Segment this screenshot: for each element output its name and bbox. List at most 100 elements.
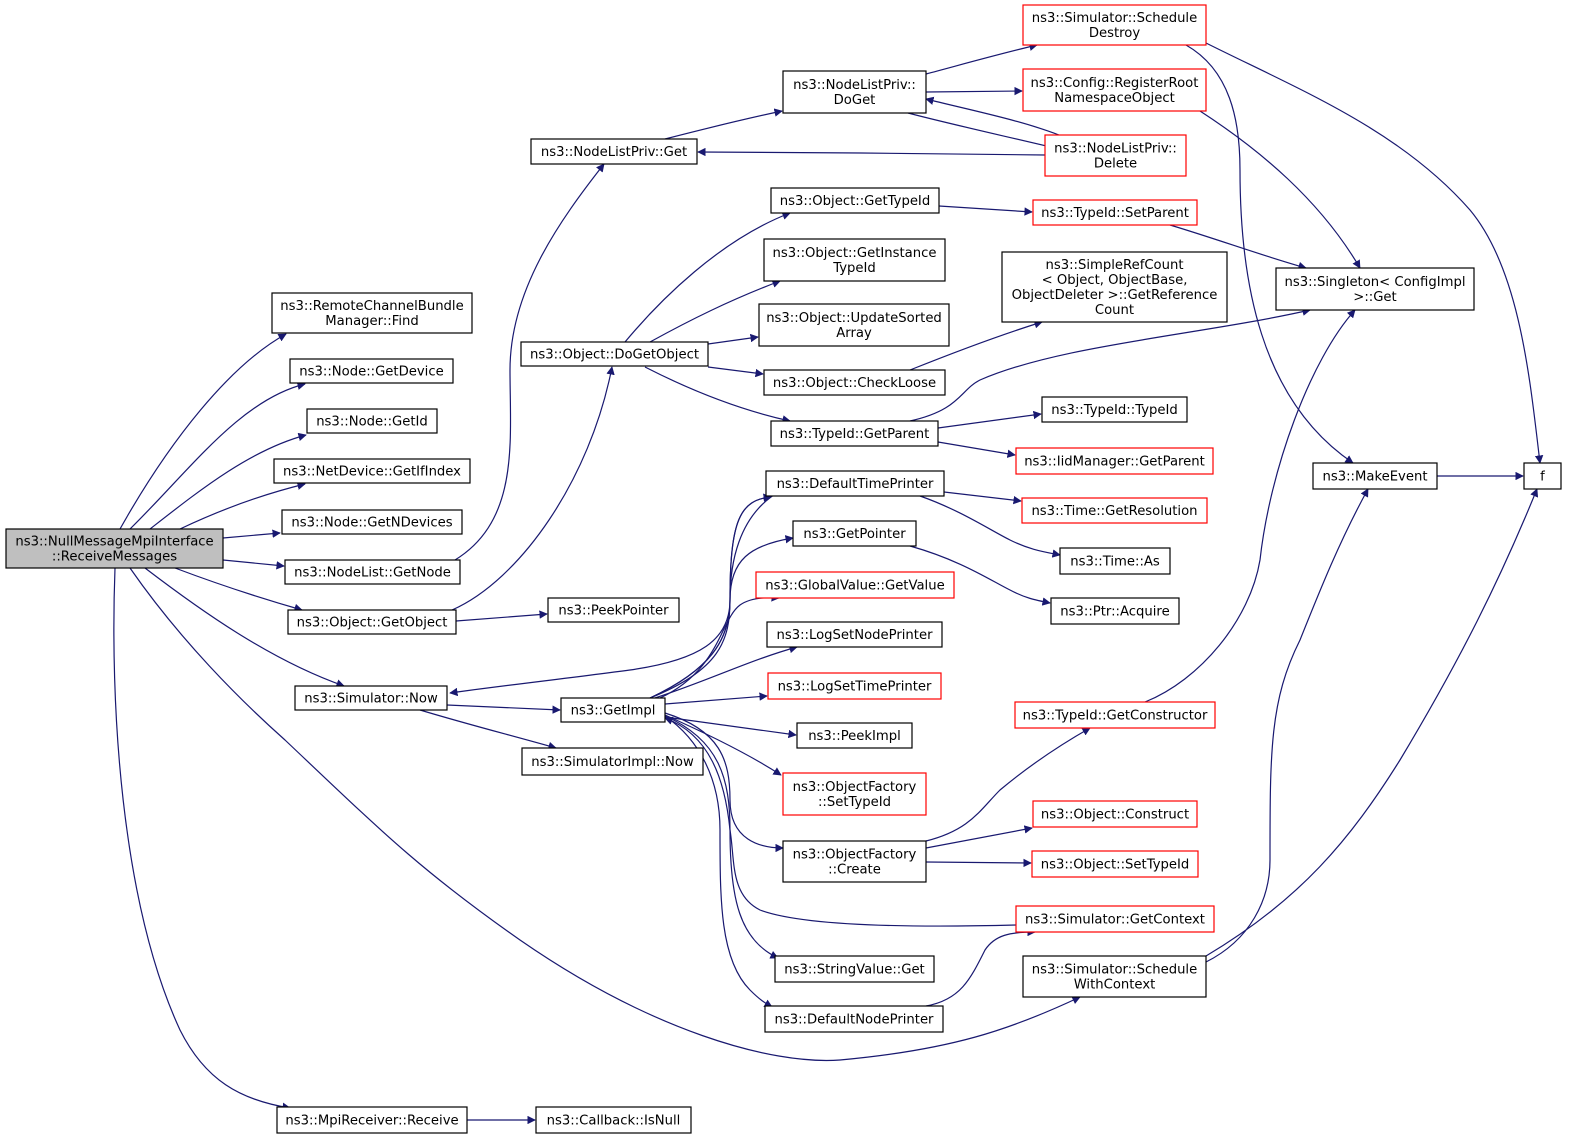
- node-box[interactable]: [1022, 68, 1207, 112]
- node-getptr[interactable]: ns3::GetPointer: [792, 520, 917, 547]
- node-obj_getobj[interactable]: ns3::Object::GetObject: [287, 609, 457, 635]
- node-box[interactable]: [273, 458, 471, 484]
- node-box[interactable]: [306, 408, 438, 434]
- node-box[interactable]: [767, 672, 942, 700]
- node-box[interactable]: [1044, 134, 1187, 177]
- node-box[interactable]: [782, 70, 927, 114]
- node-tid_getpar[interactable]: ns3::TypeId::GetParent: [770, 420, 939, 447]
- node-gv_getval[interactable]: ns3::GlobalValue::GetValue: [755, 571, 955, 599]
- node-tid_setpar[interactable]: ns3::TypeId::SetParent: [1032, 199, 1198, 226]
- node-box[interactable]: [284, 559, 461, 585]
- node-of_settid[interactable]: ns3::ObjectFactory::SetTypeId: [782, 772, 927, 816]
- node-simpleref[interactable]: ns3::SimpleRefCount< Object, ObjectBase,…: [1001, 251, 1228, 323]
- node-deftp[interactable]: ns3::DefaultTimePrinter: [765, 470, 945, 497]
- node-defnp[interactable]: ns3::DefaultNodePrinter: [764, 1005, 944, 1033]
- node-of_create[interactable]: ns3::ObjectFactory::Create: [782, 840, 927, 883]
- node-sim_now[interactable]: ns3::Simulator::Now: [294, 685, 448, 711]
- node-box[interactable]: [1022, 4, 1207, 46]
- node-box[interactable]: [5, 528, 224, 569]
- node-box[interactable]: [1032, 800, 1198, 828]
- node-box[interactable]: [547, 597, 680, 623]
- node-box[interactable]: [782, 840, 927, 883]
- node-obj_gettid[interactable]: ns3::Object::GetTypeId: [770, 187, 940, 214]
- node-box[interactable]: [520, 341, 709, 367]
- node-lstp[interactable]: ns3::LogSetTimePrinter: [767, 672, 942, 700]
- node-box[interactable]: [1523, 462, 1562, 490]
- node-box[interactable]: [763, 369, 946, 396]
- node-box[interactable]: [1014, 701, 1216, 729]
- node-box[interactable]: [765, 470, 945, 497]
- node-box[interactable]: [764, 1005, 944, 1033]
- node-box[interactable]: [1022, 955, 1207, 998]
- node-box[interactable]: [1050, 597, 1180, 625]
- node-box[interactable]: [796, 722, 913, 749]
- node-box[interactable]: [1032, 199, 1198, 226]
- node-box[interactable]: [289, 358, 454, 384]
- node-peekpointer[interactable]: ns3::PeekPointer: [547, 597, 680, 623]
- node-sv_get[interactable]: ns3::StringValue::Get: [774, 955, 935, 983]
- node-nlp_get[interactable]: ns3::NodeListPriv::Get: [530, 138, 698, 165]
- node-box[interactable]: [281, 509, 463, 535]
- node-box[interactable]: [792, 520, 917, 547]
- node-nlp_doget[interactable]: ns3::NodeListPriv::DoGet: [782, 70, 927, 114]
- node-box[interactable]: [535, 1106, 692, 1134]
- node-nl_getnode[interactable]: ns3::NodeList::GetNode: [284, 559, 461, 585]
- node-box[interactable]: [294, 685, 448, 711]
- node-root[interactable]: ns3::NullMessageMpiInterface::ReceiveMes…: [5, 528, 224, 569]
- node-box[interactable]: [1031, 850, 1199, 878]
- node-tid_getctor[interactable]: ns3::TypeId::GetConstructor: [1014, 701, 1216, 729]
- node-box[interactable]: [1312, 462, 1438, 490]
- node-singleton[interactable]: ns3::Singleton< ConfigImpl >::Get: [1275, 267, 1475, 311]
- node-box[interactable]: [271, 292, 473, 334]
- node-box[interactable]: [766, 621, 943, 648]
- node-makeevent[interactable]: ns3::MakeEvent: [1312, 462, 1438, 490]
- node-mpi_recv[interactable]: ns3::MpiReceiver::Receive: [276, 1106, 468, 1134]
- node-box[interactable]: [1275, 267, 1475, 311]
- node-box[interactable]: [758, 303, 950, 347]
- node-node_getnd[interactable]: ns3::Node::GetNDevices: [281, 509, 463, 535]
- node-peekimpl[interactable]: ns3::PeekImpl: [796, 722, 913, 749]
- node-box[interactable]: [1021, 497, 1208, 524]
- node-time_getres[interactable]: ns3::Time::GetResolution: [1021, 497, 1208, 524]
- node-box[interactable]: [770, 420, 939, 447]
- node-sim_getctx[interactable]: ns3::Simulator::GetContext: [1015, 905, 1215, 933]
- node-cb_isnull[interactable]: ns3::Callback::IsNull: [535, 1106, 692, 1134]
- node-obj_dogetobj[interactable]: ns3::Object::DoGetObject: [520, 341, 709, 367]
- node-obj_chk[interactable]: ns3::Object::CheckLoose: [763, 369, 946, 396]
- node-lsnp[interactable]: ns3::LogSetNodePrinter: [766, 621, 943, 648]
- node-box[interactable]: [774, 955, 935, 983]
- node-time_as[interactable]: ns3::Time::As: [1059, 547, 1171, 575]
- node-box[interactable]: [782, 772, 927, 816]
- node-obj_construct[interactable]: ns3::Object::Construct: [1032, 800, 1198, 828]
- node-node_getid[interactable]: ns3::Node::GetId: [306, 408, 438, 434]
- node-box[interactable]: [276, 1106, 468, 1134]
- node-nlp_del[interactable]: ns3::NodeListPriv::Delete: [1044, 134, 1187, 177]
- node-ptr_acq[interactable]: ns3::Ptr::Acquire: [1050, 597, 1180, 625]
- node-f[interactable]: f: [1523, 462, 1562, 490]
- node-iid_getpar[interactable]: ns3::IidManager::GetParent: [1015, 447, 1214, 475]
- node-box[interactable]: [1015, 905, 1215, 933]
- node-box[interactable]: [1041, 396, 1188, 423]
- node-box[interactable]: [521, 747, 704, 776]
- node-simimpl_now[interactable]: ns3::SimulatorImpl::Now: [521, 747, 704, 776]
- node-box[interactable]: [755, 571, 955, 599]
- node-node_getdev[interactable]: ns3::Node::GetDevice: [289, 358, 454, 384]
- node-tid_tid[interactable]: ns3::TypeId::TypeId: [1041, 396, 1188, 423]
- node-box[interactable]: [287, 609, 457, 635]
- node-box[interactable]: [1059, 547, 1171, 575]
- node-obj_settid[interactable]: ns3::Object::SetTypeId: [1031, 850, 1199, 878]
- node-box[interactable]: [1001, 251, 1228, 323]
- node-nd_getif[interactable]: ns3::NetDevice::GetIfIndex: [273, 458, 471, 484]
- node-box[interactable]: [1015, 447, 1214, 475]
- node-box[interactable]: [560, 697, 666, 723]
- node-box[interactable]: [763, 238, 946, 282]
- node-box[interactable]: [530, 138, 698, 165]
- node-box[interactable]: [770, 187, 940, 214]
- node-getimpl[interactable]: ns3::GetImpl: [560, 697, 666, 723]
